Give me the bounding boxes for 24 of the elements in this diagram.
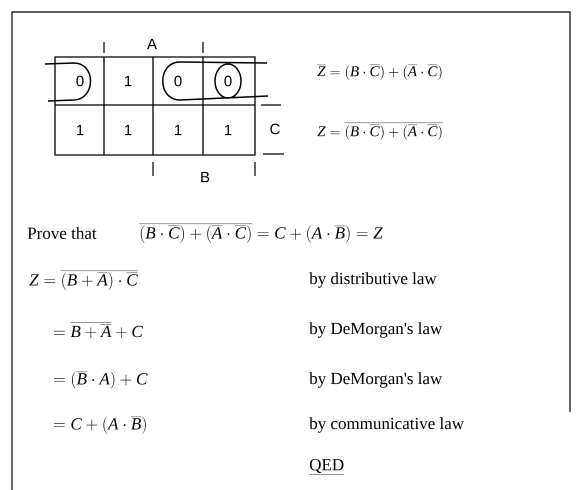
equation: $= (\overline{B}\cdot A)+C$ [54,371,148,389]
proof-step-reason: by distributive law [309,272,437,288]
cell-value: 1 [76,124,84,136]
proof-step-reason: by DeMorgan's law [309,372,442,388]
equation: $= \overline{B+\overline{A}}+C$ [54,322,143,338]
proof-step-reason: by communicative law [309,417,464,433]
axis-label: C [270,124,280,134]
qed-text: QED [309,458,344,475]
equation: $= C+(A\cdot\overline{B})$ [54,416,146,434]
equation: $\overline{(B\cdot\overline{C})+(\overline{A}\cdot\overline{C})} = C + (A\cdot\overline{B}) = Z$ [139,224,383,243]
equation: $\overline{Z} = (B\cdot\overline{C})+(\overline{A}\cdot\overline{C})$ [317,64,442,80]
equation: $Z = \overline{(B+\overline{A})\cdot\overline{C}}$ [29,270,138,290]
axis-label: B [201,172,210,182]
cell-value: 0 [224,76,232,86]
proof-text: Prove that [28,227,97,239]
cell-value: 0 [76,76,84,86]
equation: $Z = \overline{(B\cdot\overline{C})+(\overline{A}\cdot\overline{C})}$ [317,122,443,140]
proof-step-reason: by DeMorgan's law [309,322,442,338]
cell-value: 0 [174,76,182,86]
cell-value: 1 [124,124,132,136]
cell-value: 1 [124,76,132,86]
cell-value: 1 [174,124,182,136]
cell-value: 1 [224,124,232,136]
axis-label: A [147,38,157,50]
